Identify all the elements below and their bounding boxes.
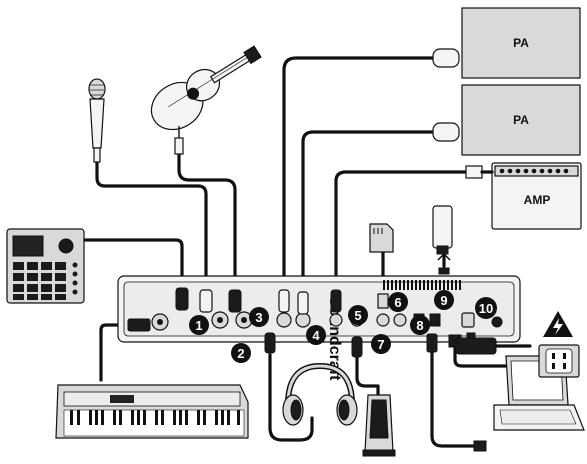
inserted-plugs bbox=[127, 287, 476, 358]
svg-text:4: 4 bbox=[312, 328, 320, 343]
callout-5: 5 bbox=[348, 305, 368, 325]
microphone-icon bbox=[88, 78, 106, 163]
callout-6: 6 bbox=[388, 292, 408, 312]
acoustic-guitar-icon bbox=[150, 45, 262, 131]
svg-text:1: 1 bbox=[195, 318, 202, 333]
guitar-jack-plug bbox=[174, 126, 184, 155]
amp-knobs-icon bbox=[499, 168, 569, 174]
amp-label: AMP bbox=[524, 193, 551, 207]
vent-slots-icon bbox=[383, 280, 461, 290]
keyboard-keys bbox=[63, 409, 245, 437]
callout-markers: 1 2 3 4 5 6 7 8 9 10 bbox=[189, 290, 497, 363]
callout-4: 4 bbox=[306, 325, 326, 345]
callout-3: 3 bbox=[249, 307, 269, 327]
keyboard-controller-icon bbox=[55, 384, 249, 439]
svg-text:7: 7 bbox=[377, 337, 384, 352]
callout-7: 7 bbox=[371, 334, 391, 354]
svg-text:6: 6 bbox=[394, 295, 401, 310]
callout-10: 10 bbox=[475, 297, 497, 319]
combo-input-jacks bbox=[151, 311, 253, 331]
sampler-pad-controller-icon bbox=[6, 228, 85, 304]
svg-text:5: 5 bbox=[354, 308, 361, 323]
svg-text:3: 3 bbox=[255, 310, 262, 325]
pa-speaker-bottom: PA bbox=[461, 84, 581, 156]
svg-text:10: 10 bbox=[479, 301, 493, 316]
speaker-connectors bbox=[432, 48, 494, 179]
high-voltage-warning-icon bbox=[543, 311, 573, 337]
cables bbox=[82, 56, 540, 448]
wall-outlet-icon bbox=[538, 344, 580, 378]
headphones-icon bbox=[282, 362, 358, 426]
svg-text:8: 8 bbox=[416, 318, 423, 333]
svg-text:2: 2 bbox=[237, 346, 244, 361]
callout-8: 8 bbox=[410, 315, 430, 335]
sd-card-icon bbox=[369, 223, 394, 253]
callout-1: 1 bbox=[189, 315, 209, 335]
callout-2: 2 bbox=[231, 343, 251, 363]
callout-9: 9 bbox=[434, 290, 454, 310]
svg-text:9: 9 bbox=[440, 293, 447, 308]
pa-top-label: PA bbox=[513, 36, 529, 50]
pa-speaker-top: PA bbox=[461, 7, 581, 79]
power-adapter-icon bbox=[455, 337, 532, 355]
pa-bottom-label: PA bbox=[513, 113, 529, 127]
guitar-amp: AMP bbox=[491, 162, 582, 230]
usb-flash-drive-icon bbox=[432, 205, 453, 275]
footswitch-pedal-icon bbox=[362, 394, 396, 457]
